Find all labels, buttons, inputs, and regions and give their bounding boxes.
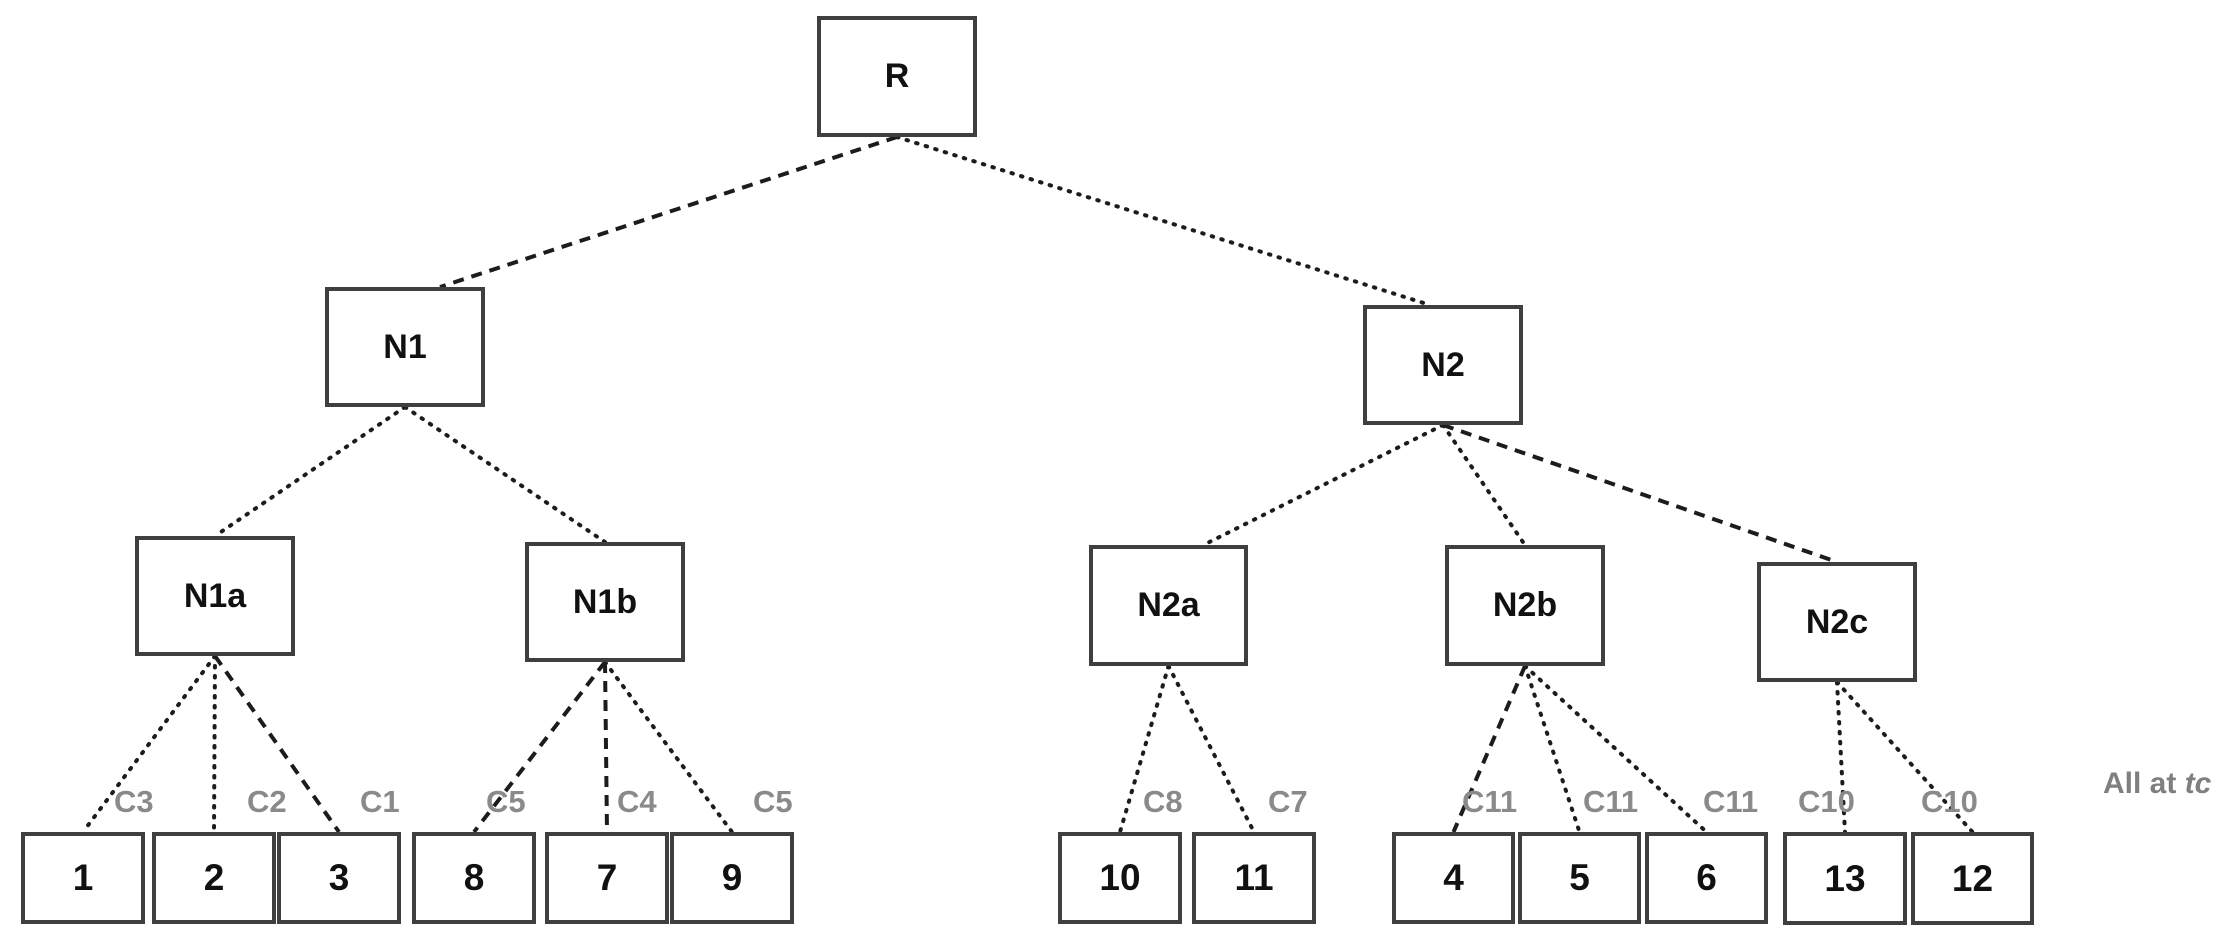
edge-label-N1a-L3: C1 [360, 784, 400, 819]
tree-node-label-L8: 8 [463, 857, 485, 898]
tree-node-label-L10: 10 [1099, 857, 1141, 898]
edge-N2a-L11 [1166, 664, 1256, 834]
edge-label-N1b-L8: C5 [486, 784, 526, 819]
tree-node-N1b: N1b [525, 542, 685, 662]
tree-node-label-L5: 5 [1569, 857, 1590, 898]
edge-label-N2c-L13: C10 [1798, 784, 1855, 819]
edge-label-N2a-L10: C8 [1143, 784, 1183, 819]
tree-node-label-L3: 3 [328, 857, 350, 898]
tree-node-L9: 9 [670, 832, 794, 924]
tree-node-label-R: R [884, 57, 910, 95]
tree-node-L6: 6 [1645, 832, 1768, 924]
tree-node-label-N1b: N1b [572, 582, 638, 621]
edge-N2c-L12 [1835, 680, 1975, 834]
tree-node-N2: N2 [1363, 305, 1523, 425]
tree-node-label-L7: 7 [596, 857, 618, 898]
tree-node-label-L2: 2 [203, 857, 225, 898]
tree-node-L3: 3 [277, 832, 401, 924]
tree-node-R: R [817, 16, 977, 137]
edge-N2-N2a [1201, 423, 1445, 547]
edge-label-N2b-L6: C11 [1703, 784, 1759, 819]
tree-node-label-L13: 13 [1824, 857, 1866, 899]
tree-node-label-N1: N1 [383, 327, 427, 366]
annotation-all-at-tc: All at tc [2103, 769, 2211, 799]
tree-node-L4: 4 [1392, 832, 1515, 924]
tree-node-L7: 7 [545, 832, 669, 924]
edge-label-N2c-L12: C10 [1921, 784, 1978, 819]
edge-N2-N2c [1442, 423, 1838, 564]
tree-node-N2a: N2a [1089, 545, 1248, 666]
annotation-text: All at [2103, 767, 2185, 800]
tree-node-N1a: N1a [135, 536, 295, 656]
edge-label-N2b-L4: C11 [1462, 784, 1518, 819]
edge-N2b-L5 [1523, 664, 1582, 834]
edge-N1a-L3 [213, 654, 341, 834]
tree-node-L1: 1 [21, 832, 145, 924]
tree-node-N1: N1 [325, 287, 485, 407]
tree-node-label-N2: N2 [1421, 345, 1465, 384]
tree-node-label-N2c: N2c [1805, 602, 1869, 641]
edge-label-N1a-L1: C3 [114, 784, 154, 819]
tree-node-L13: 13 [1783, 832, 1907, 925]
tree-node-L10: 10 [1058, 832, 1182, 924]
edge-R-N2 [895, 135, 1432, 307]
tree-node-label-L1: 1 [72, 857, 94, 898]
edge-N1a-L2 [212, 654, 217, 834]
tree-node-label-L11: 11 [1234, 857, 1274, 898]
annotation-italic-term: tc [2184, 767, 2212, 800]
edge-label-N1b-L7: C4 [617, 784, 657, 819]
edge-label-N1b-L9: C5 [753, 784, 793, 819]
tree-node-L5: 5 [1518, 832, 1641, 924]
edge-N1-N1b [403, 405, 607, 544]
tree-node-L8: 8 [412, 832, 536, 924]
edge-N1b-L8 [472, 660, 607, 834]
tree-node-label-L9: 9 [721, 857, 743, 898]
edge-R-N1 [439, 135, 898, 289]
tree-node-L11: 11 [1192, 832, 1316, 924]
tree-node-L12: 12 [1911, 832, 2034, 925]
edge-N2-N2b [1441, 423, 1527, 547]
edge-label-N1a-L2: C2 [247, 784, 287, 819]
edge-N1-N1a [213, 405, 407, 538]
edge-label-N2b-L5: C11 [1583, 784, 1639, 819]
edge-N2b-L6 [1523, 664, 1709, 834]
tree-node-label-N2a: N2a [1137, 586, 1200, 624]
tree-node-label-N2b: N2b [1492, 586, 1558, 624]
edge-label-N2a-L11: C7 [1268, 784, 1308, 819]
tree-node-label-L6: 6 [1696, 857, 1717, 898]
edge-N1b-L7 [603, 661, 609, 833]
tree-node-N2b: N2b [1445, 545, 1605, 666]
edge-N2a-L10 [1118, 664, 1171, 834]
tree-node-L2: 2 [152, 832, 276, 924]
tree-node-N2c: N2c [1757, 562, 1917, 682]
tree-node-label-N1a: N1a [183, 576, 247, 615]
edge-N1a-L1 [81, 654, 217, 834]
tree-node-label-L12: 12 [1951, 857, 1994, 899]
tree-node-label-L4: 4 [1443, 857, 1464, 898]
